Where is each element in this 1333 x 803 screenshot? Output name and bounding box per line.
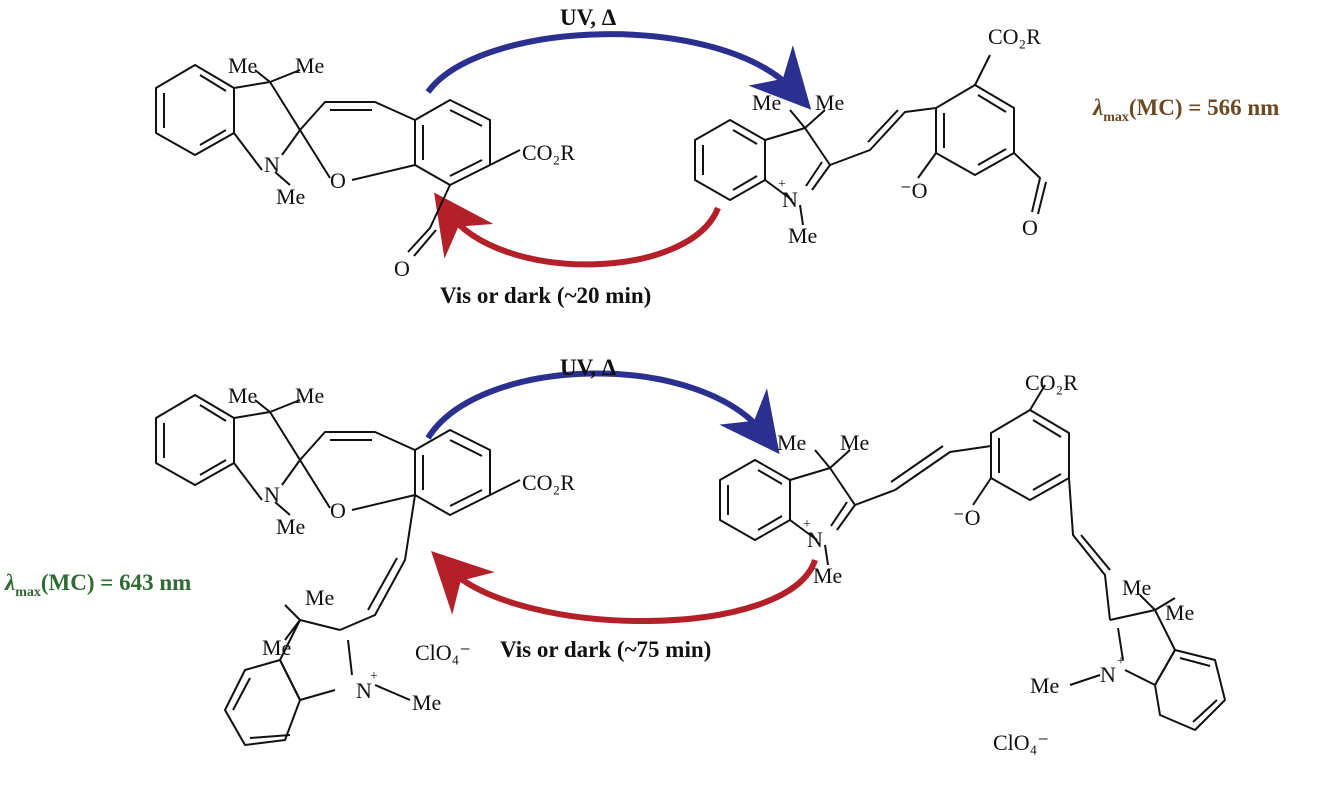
nitrogen-label: N bbox=[264, 152, 280, 177]
nitrogen-label: N bbox=[782, 187, 798, 212]
methyl-label: Me bbox=[295, 53, 324, 78]
spiropyran-molecule: Me Me N Me O CO₂R O bbox=[155, 53, 575, 281]
lambda-max-label: λmax(MC) = 643 nm bbox=[4, 570, 191, 600]
aldehyde-oxygen-label: O bbox=[1022, 215, 1038, 240]
methyl-label: Me bbox=[840, 430, 869, 455]
counterion-label: ClO₄⁻ bbox=[415, 640, 471, 665]
ester-label: CO₂R bbox=[522, 470, 575, 495]
merocyanine-molecule: Me Me N + Me ⁻O CO₂R Me Me N + Me ClO₄⁻ bbox=[719, 370, 1226, 755]
methyl-label: Me bbox=[305, 585, 334, 610]
ester-label: CO₂R bbox=[1025, 370, 1078, 395]
methyl-label: Me bbox=[1165, 600, 1194, 625]
oxygen-label: O bbox=[330, 498, 346, 523]
vis-arrow bbox=[434, 192, 721, 268]
counterion-label: ClO₄⁻ bbox=[993, 730, 1049, 755]
uv-arrow bbox=[425, 31, 812, 110]
methyl-label: Me bbox=[295, 383, 324, 408]
nitrogen-label: N bbox=[807, 527, 823, 552]
ester-label: CO₂R bbox=[988, 24, 1041, 49]
methyl-label: Me bbox=[788, 223, 817, 248]
vis-label: Vis or dark (~20 min) bbox=[440, 283, 651, 308]
aldehyde-oxygen-label: O bbox=[394, 256, 410, 281]
uv-label: UV, Δ bbox=[560, 5, 617, 30]
methyl-label: Me bbox=[815, 90, 844, 115]
phenolate-label: ⁻O bbox=[900, 178, 928, 203]
methyl-label: Me bbox=[228, 53, 257, 78]
methyl-label: Me bbox=[1122, 575, 1151, 600]
vis-label: Vis or dark (~75 min) bbox=[500, 637, 711, 662]
charge-label: + bbox=[803, 517, 811, 532]
nitrogen-label: N bbox=[1100, 662, 1116, 687]
bottom-scheme: UV, Δ Vis or dark (~75 min) λmax(MC) = 6… bbox=[4, 355, 1226, 755]
vis-arrow bbox=[430, 551, 818, 624]
methyl-label: Me bbox=[228, 383, 257, 408]
phenolate-label: ⁻O bbox=[953, 505, 981, 530]
methyl-label: Me bbox=[412, 690, 441, 715]
spiropyran-molecule: Me Me N Me O CO₂R Me Me N + Me ClO₄⁻ bbox=[155, 383, 575, 746]
methyl-label: Me bbox=[1030, 673, 1059, 698]
methyl-label: Me bbox=[276, 514, 305, 539]
methyl-label: Me bbox=[752, 90, 781, 115]
charge-label: + bbox=[1117, 654, 1125, 669]
top-scheme: UV, Δ Vis or dark (~20 min) λmax(MC) = 5… bbox=[155, 5, 1279, 308]
charge-label: + bbox=[370, 669, 378, 684]
uv-arrow bbox=[425, 370, 780, 455]
uv-label: UV, Δ bbox=[560, 355, 617, 380]
nitrogen-label: N bbox=[264, 482, 280, 507]
methyl-label: Me bbox=[813, 563, 842, 588]
merocyanine-molecule: Me Me N + Me ⁻O CO₂R O bbox=[694, 24, 1047, 248]
methyl-label: Me bbox=[777, 430, 806, 455]
ester-label: CO₂R bbox=[522, 140, 575, 165]
nitrogen-label: N bbox=[356, 678, 372, 703]
oxygen-label: O bbox=[330, 168, 346, 193]
lambda-max-label: λmax(MC) = 566 nm bbox=[1092, 95, 1279, 125]
charge-label: + bbox=[778, 177, 786, 192]
methyl-label: Me bbox=[276, 184, 305, 209]
methyl-label: Me bbox=[262, 635, 291, 660]
